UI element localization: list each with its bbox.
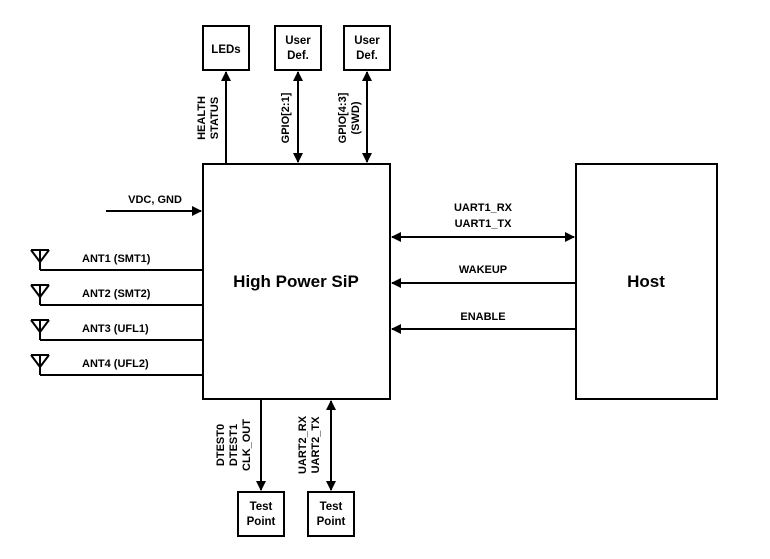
antenna-2: ANT2 (SMT2)	[31, 285, 203, 305]
health-status-line2: STATUS	[209, 97, 221, 139]
uart2-label: UART2_RX UART2_TX	[297, 415, 322, 474]
gpio-4-3-label: GPIO[4:3] (SWD)	[337, 92, 362, 143]
antenna-4: ANT4 (UFL2)	[31, 355, 203, 375]
test-point-2-line1: Test	[320, 501, 343, 513]
health-status-label: HEALTH STATUS	[196, 96, 221, 140]
uart1-line1: UART1_RX	[454, 202, 513, 214]
antenna-3: ANT3 (UFL1)	[31, 320, 203, 340]
test-point-1-line1: Test	[250, 501, 273, 513]
dtest-line2: DTEST1	[228, 424, 240, 466]
user-def-2-line1: User	[354, 35, 380, 47]
wakeup-label: WAKEUP	[459, 264, 507, 276]
user-def-1-line1: User	[285, 35, 311, 47]
health-status-line1: HEALTH	[196, 96, 208, 140]
host-label: Host	[627, 272, 665, 291]
antenna-4-label: ANT4 (UFL2)	[82, 358, 149, 370]
test-point-2-line2: Point	[317, 516, 346, 528]
dtest-line1: DTEST0	[215, 424, 227, 466]
dtest-label: DTEST0 DTEST1 CLK_OUT	[215, 419, 253, 471]
uart2-line2: UART2_TX	[310, 416, 322, 474]
user-def-block-1	[275, 26, 321, 70]
uart2-line1: UART2_RX	[297, 415, 309, 474]
uart1-line2: UART1_TX	[455, 218, 513, 230]
gpio-2-1-label: GPIO[2:1]	[280, 92, 292, 143]
gpio-4-3-line1: GPIO[4:3]	[337, 92, 349, 143]
antenna-1-label: ANT1 (SMT1)	[82, 253, 151, 265]
sip-label: High Power SiP	[233, 272, 359, 291]
vdc-gnd-label: VDC, GND	[128, 194, 182, 206]
user-def-block-2	[344, 26, 390, 70]
test-point-block-2	[308, 492, 354, 536]
user-def-1-line2: Def.	[287, 50, 309, 62]
test-point-1-line2: Point	[247, 516, 276, 528]
antenna-3-label: ANT3 (UFL1)	[82, 323, 149, 335]
antenna-1: ANT1 (SMT1)	[31, 250, 203, 270]
enable-label: ENABLE	[460, 311, 505, 323]
test-point-block-1	[238, 492, 284, 536]
antenna-2-label: ANT2 (SMT2)	[82, 288, 151, 300]
leds-label: LEDs	[211, 44, 240, 56]
user-def-2-line2: Def.	[356, 50, 378, 62]
dtest-line3: CLK_OUT	[241, 419, 253, 471]
gpio-4-3-line2: (SWD)	[350, 101, 362, 134]
gpio-2-1-line1: GPIO[2:1]	[280, 92, 292, 143]
